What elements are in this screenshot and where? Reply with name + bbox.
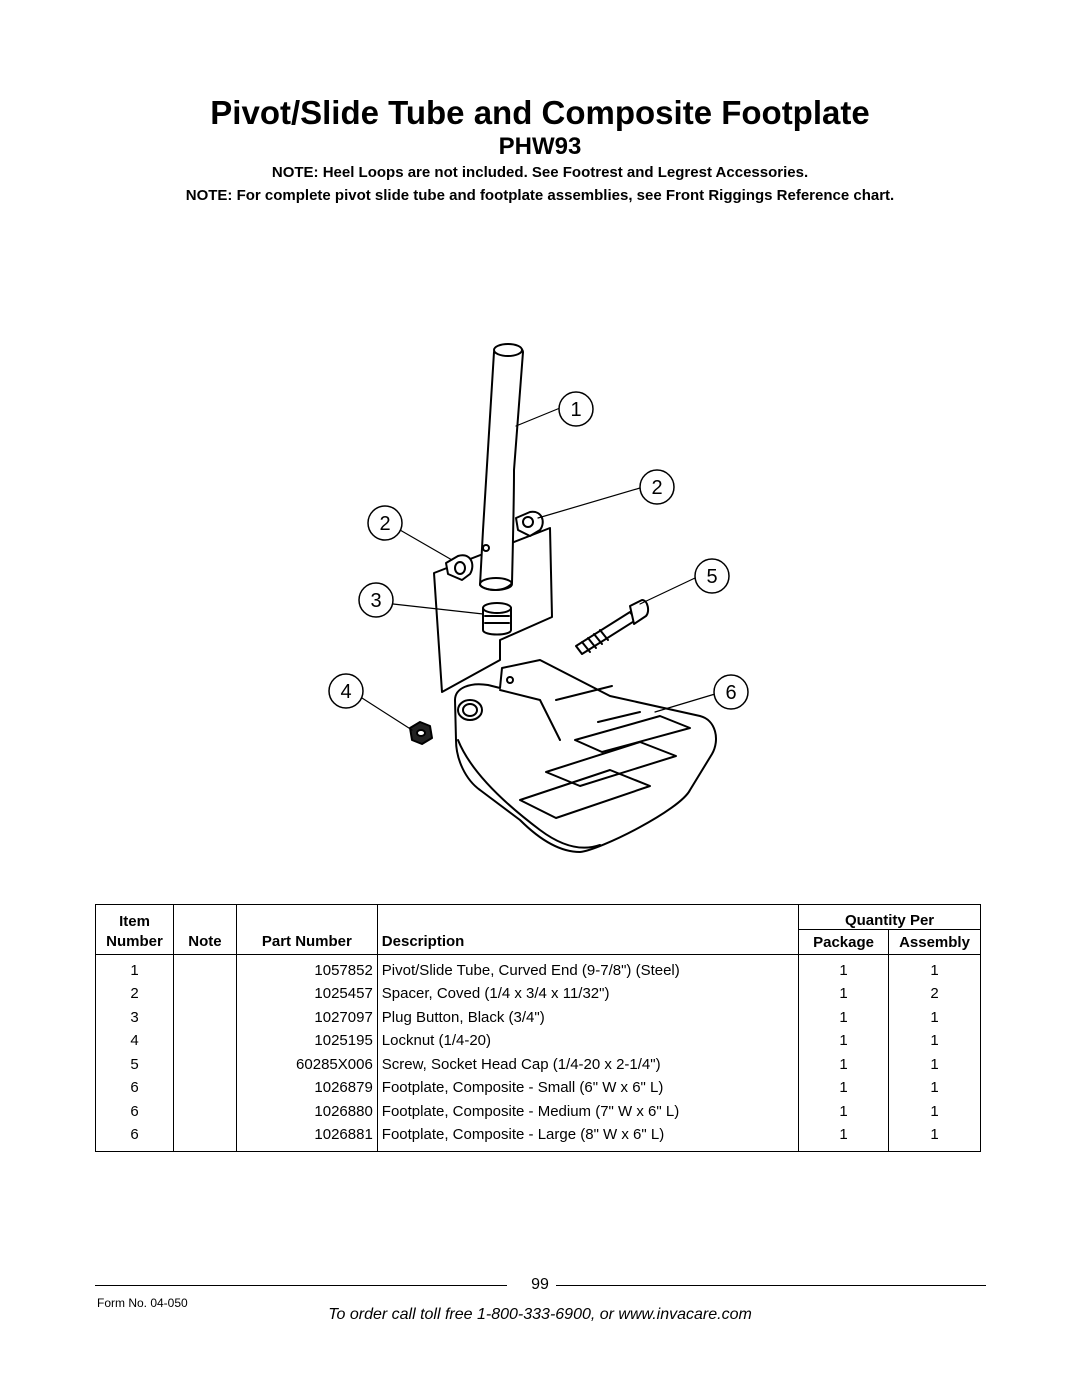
order-info: To order call toll free 1-800-333-6900, …	[328, 1306, 752, 1323]
part-number: 1026881	[236, 1123, 378, 1152]
page-number: 99	[531, 1276, 549, 1293]
item-note	[173, 1100, 237, 1124]
part-number: 1025195	[236, 1029, 378, 1053]
part-number: 1057852	[236, 954, 378, 983]
table-row: 3 1027097 Plug Button, Black (3/4") 1 1	[95, 1006, 981, 1030]
callout-6: 6	[725, 682, 736, 704]
spacer-left	[445, 554, 474, 581]
header-number: Number	[95, 929, 174, 955]
item-note	[173, 954, 237, 983]
header-assembly: Assembly	[888, 929, 981, 955]
header-note-spacer	[173, 904, 237, 930]
qty-package: 1	[798, 1006, 890, 1030]
item-number: 2	[95, 982, 174, 1006]
composite-footplate	[454, 659, 717, 853]
callout-3: 3	[370, 590, 381, 612]
qty-assembly: 1	[888, 1053, 981, 1077]
header-part-spacer	[236, 904, 378, 930]
callout-1: 1	[570, 399, 581, 421]
description: Footplate, Composite - Large (8" W x 6" …	[377, 1123, 800, 1152]
callout-4: 4	[340, 681, 351, 703]
header-part-number: Part Number	[236, 929, 378, 955]
qty-package: 1	[798, 1053, 890, 1077]
qty-assembly: 1	[888, 954, 981, 983]
table-row: 6 1026881 Footplate, Composite - Large (…	[95, 1123, 981, 1152]
footer-divider-left	[95, 1285, 507, 1286]
qty-package: 1	[798, 982, 890, 1006]
header-note: Note	[173, 929, 237, 955]
header-package: Package	[798, 929, 890, 955]
description: Spacer, Coved (1/4 x 3/4 x 11/32")	[377, 982, 800, 1006]
page-title: Pivot/Slide Tube and Composite Footplate	[210, 94, 870, 131]
item-note	[173, 1076, 237, 1100]
table-row: 6 1026879 Footplate, Composite - Small (…	[95, 1076, 981, 1100]
description: Locknut (1/4-20)	[377, 1029, 800, 1053]
qty-package: 1	[798, 1100, 890, 1124]
header-item: Item	[95, 904, 174, 930]
description: Footplate, Composite - Medium (7" W x 6"…	[377, 1100, 800, 1124]
part-number: 1026879	[236, 1076, 378, 1100]
qty-assembly: 2	[888, 982, 981, 1006]
callout-5: 5	[706, 566, 717, 588]
description: Screw, Socket Head Cap (1/4-20 x 2-1/4")	[377, 1053, 800, 1077]
qty-package: 1	[798, 1029, 890, 1053]
table-row: 1 1057852 Pivot/Slide Tube, Curved End (…	[95, 954, 981, 983]
form-number: Form No. 04-050	[97, 1296, 188, 1310]
header-desc-spacer	[377, 904, 800, 930]
item-note	[173, 1123, 237, 1152]
callout-2b: 2	[379, 513, 390, 535]
item-number: 5	[95, 1053, 174, 1077]
spacer-right	[515, 510, 544, 537]
table-row: 4 1025195 Locknut (1/4-20) 1 1	[95, 1029, 981, 1053]
description: Footplate, Composite - Small (6" W x 6" …	[377, 1076, 800, 1100]
parts-table: Item Quantity Per Number Note Part Numbe…	[95, 904, 981, 1152]
header-description: Description	[377, 929, 800, 955]
qty-assembly: 1	[888, 1076, 981, 1100]
item-note	[173, 1053, 237, 1077]
table-row: 6 1026880 Footplate, Composite - Medium …	[95, 1100, 981, 1124]
table-row: 2 1025457 Spacer, Coved (1/4 x 3/4 x 11/…	[95, 982, 981, 1006]
qty-assembly: 1	[888, 1029, 981, 1053]
table-row: 5 60285X006 Screw, Socket Head Cap (1/4-…	[95, 1053, 981, 1077]
item-note	[173, 1029, 237, 1053]
exploded-parts-diagram: 1 2 2 3 5 4 6	[328, 343, 749, 853]
item-number: 4	[95, 1029, 174, 1053]
part-number: 60285X006	[236, 1053, 378, 1077]
qty-package: 1	[798, 954, 890, 983]
model-number: PHW93	[498, 133, 582, 160]
qty-package: 1	[798, 1123, 890, 1152]
note-heel-loops: NOTE: Heel Loops are not included. See F…	[271, 164, 809, 181]
part-number: 1025457	[236, 982, 378, 1006]
callout-2a: 2	[651, 477, 662, 499]
part-number: 1027097	[236, 1006, 378, 1030]
description: Pivot/Slide Tube, Curved End (9-7/8") (S…	[377, 954, 800, 983]
socket-screw	[575, 599, 650, 655]
qty-assembly: 1	[888, 1100, 981, 1124]
locknut	[409, 721, 433, 745]
plug-button	[482, 602, 512, 636]
qty-assembly: 1	[888, 1123, 981, 1152]
item-note	[173, 982, 237, 1006]
footer-divider-right	[556, 1285, 986, 1286]
item-number: 6	[95, 1123, 174, 1152]
qty-assembly: 1	[888, 1006, 981, 1030]
item-number: 3	[95, 1006, 174, 1030]
item-note	[173, 1006, 237, 1030]
qty-package: 1	[798, 1076, 890, 1100]
note-assemblies: NOTE: For complete pivot slide tube and …	[185, 187, 895, 204]
part-number: 1026880	[236, 1100, 378, 1124]
description: Plug Button, Black (3/4")	[377, 1006, 800, 1030]
header-quantity-per: Quantity Per	[798, 904, 981, 930]
item-number: 6	[95, 1100, 174, 1124]
item-number: 6	[95, 1076, 174, 1100]
item-number: 1	[95, 954, 174, 983]
